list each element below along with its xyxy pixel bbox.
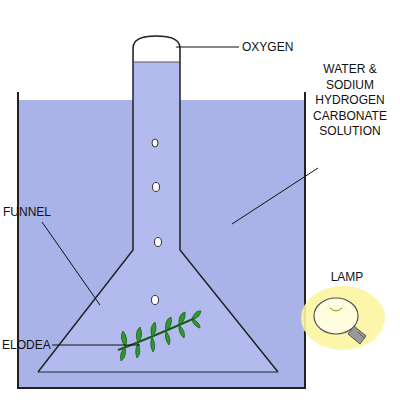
elodea-label: ELODEA	[2, 338, 52, 354]
lamp-label: LAMP	[322, 270, 372, 286]
gas-level	[134, 62, 179, 63]
oxygen-label: OXYGEN	[242, 40, 322, 56]
lamp-symbol	[314, 298, 366, 344]
solution-label: WATER & SODIUM HYDROGEN CARBONATE SOLUTI…	[308, 62, 392, 140]
funnel-label: FUNNEL	[3, 205, 63, 221]
leader-lines	[42, 47, 318, 345]
oxygen-gas	[134, 37, 179, 62]
funnel-and-tube	[38, 36, 278, 372]
funnel-rim	[38, 372, 278, 373]
bubbles	[152, 139, 162, 305]
lamp-glow	[301, 286, 385, 350]
elodea-plant	[118, 311, 201, 361]
